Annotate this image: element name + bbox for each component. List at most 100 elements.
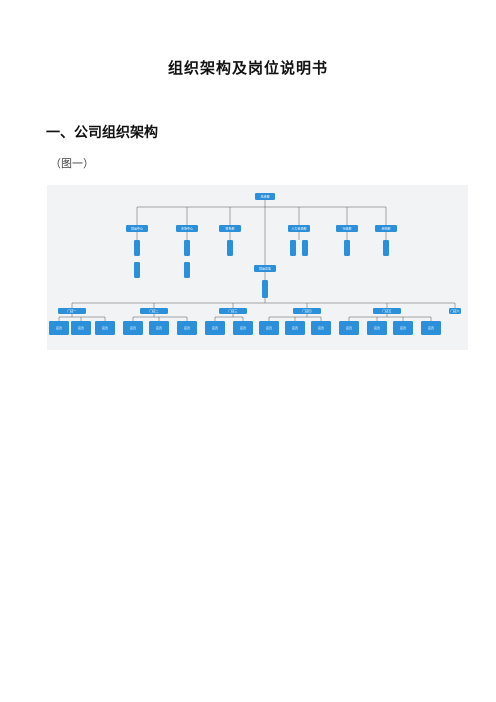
- org-node-staff: 店员: [123, 321, 143, 335]
- org-node-level1: 财务部: [219, 225, 241, 232]
- org-node-store-label: 门店二: [149, 308, 158, 313]
- org-node-sub: [184, 240, 190, 256]
- org-node-store: 门店四: [293, 308, 321, 314]
- org-node-staff-box: [367, 321, 387, 335]
- org-node-staff: 店员: [205, 321, 225, 335]
- org-node-store: 门店六: [449, 308, 461, 314]
- org-node-level1: 营运中心: [126, 225, 148, 232]
- document-title: 组织架构及岗位说明书: [167, 59, 328, 77]
- section-heading: 一、公司组织架构: [46, 125, 158, 141]
- org-node-staff: 店员: [421, 321, 441, 335]
- org-node-staff-box: [285, 321, 305, 335]
- org-node-store-box: [58, 308, 86, 314]
- org-node-staff: 店员: [233, 321, 253, 335]
- org-node-staff-label: 店员: [292, 325, 298, 330]
- org-node-level1-label: 营运中心: [131, 226, 143, 231]
- org-node-root: 总经理: [255, 193, 275, 200]
- org-node-sub-box: [290, 240, 296, 256]
- org-node-staff-box: [339, 321, 359, 335]
- org-node-center-sub: [262, 280, 268, 298]
- org-node-level1-label: 人力资源部: [291, 226, 306, 231]
- org-node-sub: [134, 262, 140, 278]
- org-node-sub-box: [344, 240, 350, 256]
- org-node-staff-box: [149, 321, 169, 335]
- org-node-level1: 人力资源部: [288, 225, 310, 232]
- org-node-staff: 店员: [149, 321, 169, 335]
- org-node-store-label: 门店六: [450, 308, 459, 313]
- org-node-sub: [344, 240, 350, 256]
- org-node-sub: [290, 240, 296, 256]
- org-node-level1-box: [219, 225, 241, 232]
- org-node-staff-label: 店员: [78, 325, 84, 330]
- org-node-staff-label: 店员: [400, 325, 406, 330]
- org-node-staff: 店员: [311, 321, 331, 335]
- org-node-staff-label: 店员: [102, 325, 108, 330]
- org-node-staff-box: [233, 321, 253, 335]
- org-node-sub: [134, 240, 140, 256]
- org-node-staff-label: 店员: [56, 325, 62, 330]
- org-node-level1: 行政部: [336, 225, 358, 232]
- org-node-staff-box: [123, 321, 143, 335]
- org-node-center-box: [254, 265, 276, 272]
- org-node-store-box: [373, 308, 401, 314]
- org-node-store-label: 门店一: [67, 308, 76, 313]
- org-node-sub: [227, 240, 233, 256]
- org-node-sub-box: [184, 262, 190, 278]
- org-node-center-label: 营运总监: [259, 266, 271, 271]
- org-chart: 总经理营运中心 市场中心 财务部 人力资源部 行政部 采购部营运总监门店一 门店二 门店三 门店…: [47, 185, 468, 350]
- org-node-sub-box: [134, 262, 140, 278]
- org-node-store-box: [219, 308, 247, 314]
- org-node-staff-label: 店员: [156, 325, 162, 330]
- org-node-staff-box: [311, 321, 331, 335]
- org-node-staff-box: [393, 321, 413, 335]
- org-node-staff-box: [49, 321, 69, 335]
- org-node-store-box: [449, 308, 461, 314]
- org-node-sub-box: [134, 240, 140, 256]
- org-node-sub-box: [383, 240, 389, 256]
- org-node-staff-label: 店员: [212, 325, 218, 330]
- org-node-staff-label: 店员: [240, 325, 246, 330]
- org-node-center: 营运总监: [254, 265, 276, 272]
- org-node-store-box: [140, 308, 168, 314]
- org-node-store-label: 门店五: [382, 308, 391, 313]
- org-node-sub-box: [302, 240, 308, 256]
- org-node-staff-label: 店员: [266, 325, 272, 330]
- org-node-staff-box: [259, 321, 279, 335]
- org-node-sub-box: [227, 240, 233, 256]
- org-node-store-label: 门店四: [302, 308, 311, 313]
- org-node-center-sub-box: [262, 280, 268, 298]
- org-node-level1-label: 市场中心: [181, 226, 193, 231]
- org-node-store-box: [293, 308, 321, 314]
- org-node-staff: 店员: [49, 321, 69, 335]
- org-node-staff: 店员: [393, 321, 413, 335]
- org-node-staff-box: [177, 321, 197, 335]
- org-node-sub: [302, 240, 308, 256]
- org-node-staff-label: 店员: [374, 325, 380, 330]
- org-node-level1-label: 采购部: [381, 226, 390, 231]
- org-node-sub: [383, 240, 389, 256]
- org-node-level1-box: [288, 225, 310, 232]
- org-node-staff: 店员: [95, 321, 115, 335]
- org-node-staff-box: [71, 321, 91, 335]
- org-node-staff: 店员: [177, 321, 197, 335]
- org-node-level1-box: [375, 225, 397, 232]
- org-node-staff-box: [95, 321, 115, 335]
- org-node-level1-label: 行政部: [342, 226, 351, 231]
- org-node-store: 门店五: [373, 308, 401, 314]
- org-node-store-label: 门店三: [228, 308, 237, 313]
- org-node-staff: 店员: [339, 321, 359, 335]
- org-node-level1: 市场中心: [176, 225, 198, 232]
- org-node-staff-label: 店员: [130, 325, 136, 330]
- org-node-sub: [184, 262, 190, 278]
- org-node-staff-label: 店员: [346, 325, 352, 330]
- org-node-staff-label: 店员: [428, 325, 434, 330]
- org-node-staff: 店员: [285, 321, 305, 335]
- org-node-root-label: 总经理: [260, 194, 269, 199]
- org-node-staff: 店员: [259, 321, 279, 335]
- org-node-level1: 采购部: [375, 225, 397, 232]
- org-node-staff-label: 店员: [318, 325, 324, 330]
- org-node-staff-box: [421, 321, 441, 335]
- org-node-staff: 店员: [367, 321, 387, 335]
- org-node-store: 门店一: [58, 308, 86, 314]
